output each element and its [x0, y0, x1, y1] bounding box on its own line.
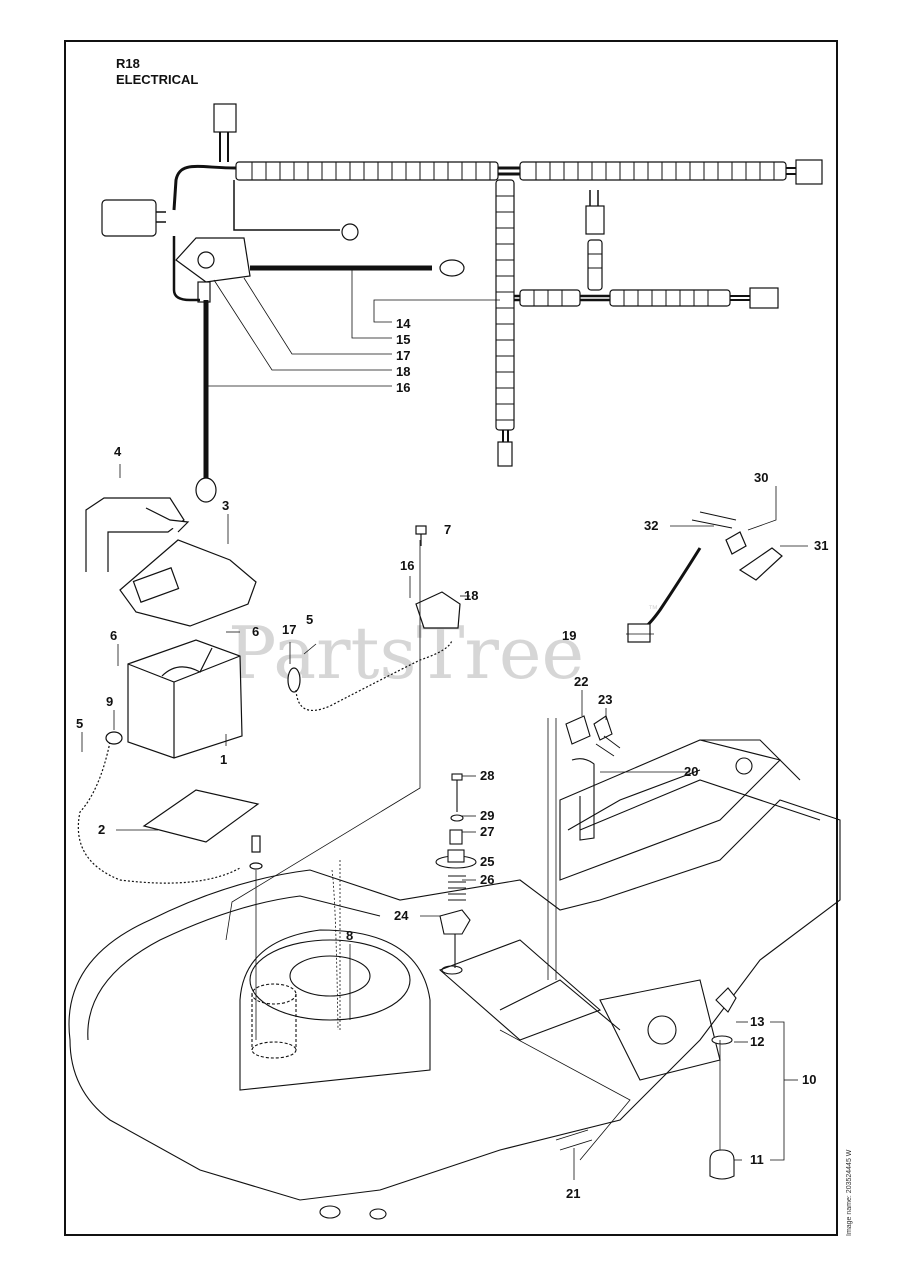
- callout-14: 14: [396, 316, 411, 331]
- callout-20: 20: [684, 764, 698, 779]
- diagram-title: ELECTRICAL: [116, 72, 199, 87]
- callout-6b: 6: [252, 624, 259, 639]
- callout-29: 29: [480, 808, 494, 823]
- callout-4: 4: [114, 444, 122, 459]
- callout-30: 30: [754, 470, 768, 485]
- mower-chassis: [68, 540, 841, 1220]
- callout-19: 19: [562, 628, 576, 643]
- callout-18b: 18: [464, 588, 478, 603]
- callout-18: 18: [396, 364, 410, 379]
- callout-10: 10: [802, 1072, 816, 1087]
- callout-6a: 6: [110, 628, 117, 643]
- wiring-harness: [101, 103, 823, 503]
- switch-harness: [627, 511, 783, 643]
- diagram-frame: [64, 40, 838, 1236]
- callout-32: 32: [644, 518, 658, 533]
- watermark-trademark: ™: [648, 604, 658, 615]
- leader-lines-parts: [81, 464, 808, 1180]
- callout-16: 16: [396, 380, 410, 395]
- callout-13: 13: [750, 1014, 764, 1029]
- callout-28: 28: [480, 768, 494, 783]
- callout-7: 7: [444, 522, 451, 537]
- diagram-code: R18: [116, 56, 140, 71]
- callout-16b: 16: [400, 558, 414, 573]
- callout-11: 11: [750, 1152, 764, 1167]
- callout-9: 9: [106, 694, 113, 709]
- callout-17b: 17: [282, 622, 296, 637]
- callout-22: 22: [574, 674, 588, 689]
- battery-assembly: [77, 497, 461, 884]
- callout-23: 23: [598, 692, 612, 707]
- seat-switch-parts: [435, 715, 737, 1180]
- watermark-text: PartsTree: [228, 611, 584, 695]
- callout-1: 1: [220, 752, 227, 767]
- callout-17: 17: [396, 348, 410, 363]
- callout-21: 21: [566, 1186, 580, 1201]
- callout-27: 27: [480, 824, 494, 839]
- callout-3: 3: [222, 498, 229, 513]
- callout-2: 2: [98, 822, 105, 837]
- callout-5a: 5: [306, 612, 313, 627]
- callout-15: 15: [396, 332, 410, 347]
- callout-26: 26: [480, 872, 494, 887]
- callout-labels: 14 15 17 18 16 4 3 7 16 18 30 32 31 19 6…: [76, 316, 828, 1201]
- callout-5b: 5: [76, 716, 83, 731]
- watermark: PartsTree ™: [228, 604, 658, 695]
- callout-31: 31: [814, 538, 828, 553]
- leader-lines-harness: [208, 270, 500, 387]
- callout-12: 12: [750, 1034, 764, 1049]
- callout-25: 25: [480, 854, 494, 869]
- callout-24: 24: [394, 908, 409, 923]
- callout-8: 8: [346, 928, 353, 943]
